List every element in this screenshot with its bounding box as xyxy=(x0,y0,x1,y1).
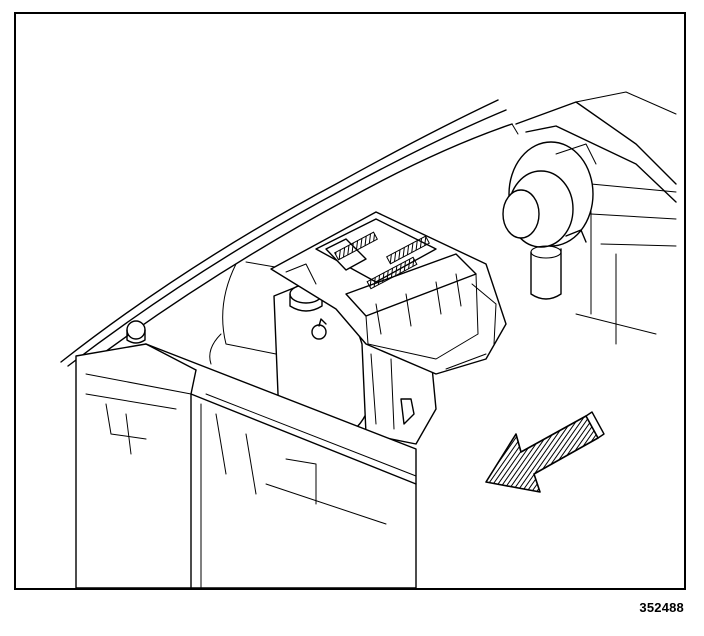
engine-compartment-drawing xyxy=(60,91,677,588)
figure-id-label: 352488 xyxy=(639,600,684,615)
horn-assembly xyxy=(502,141,597,300)
radiator-support xyxy=(75,320,417,588)
fender-edge xyxy=(60,99,519,367)
front-direction-arrow xyxy=(485,411,605,493)
underhood-electrical-center xyxy=(270,211,507,375)
illustration-frame xyxy=(14,12,686,590)
